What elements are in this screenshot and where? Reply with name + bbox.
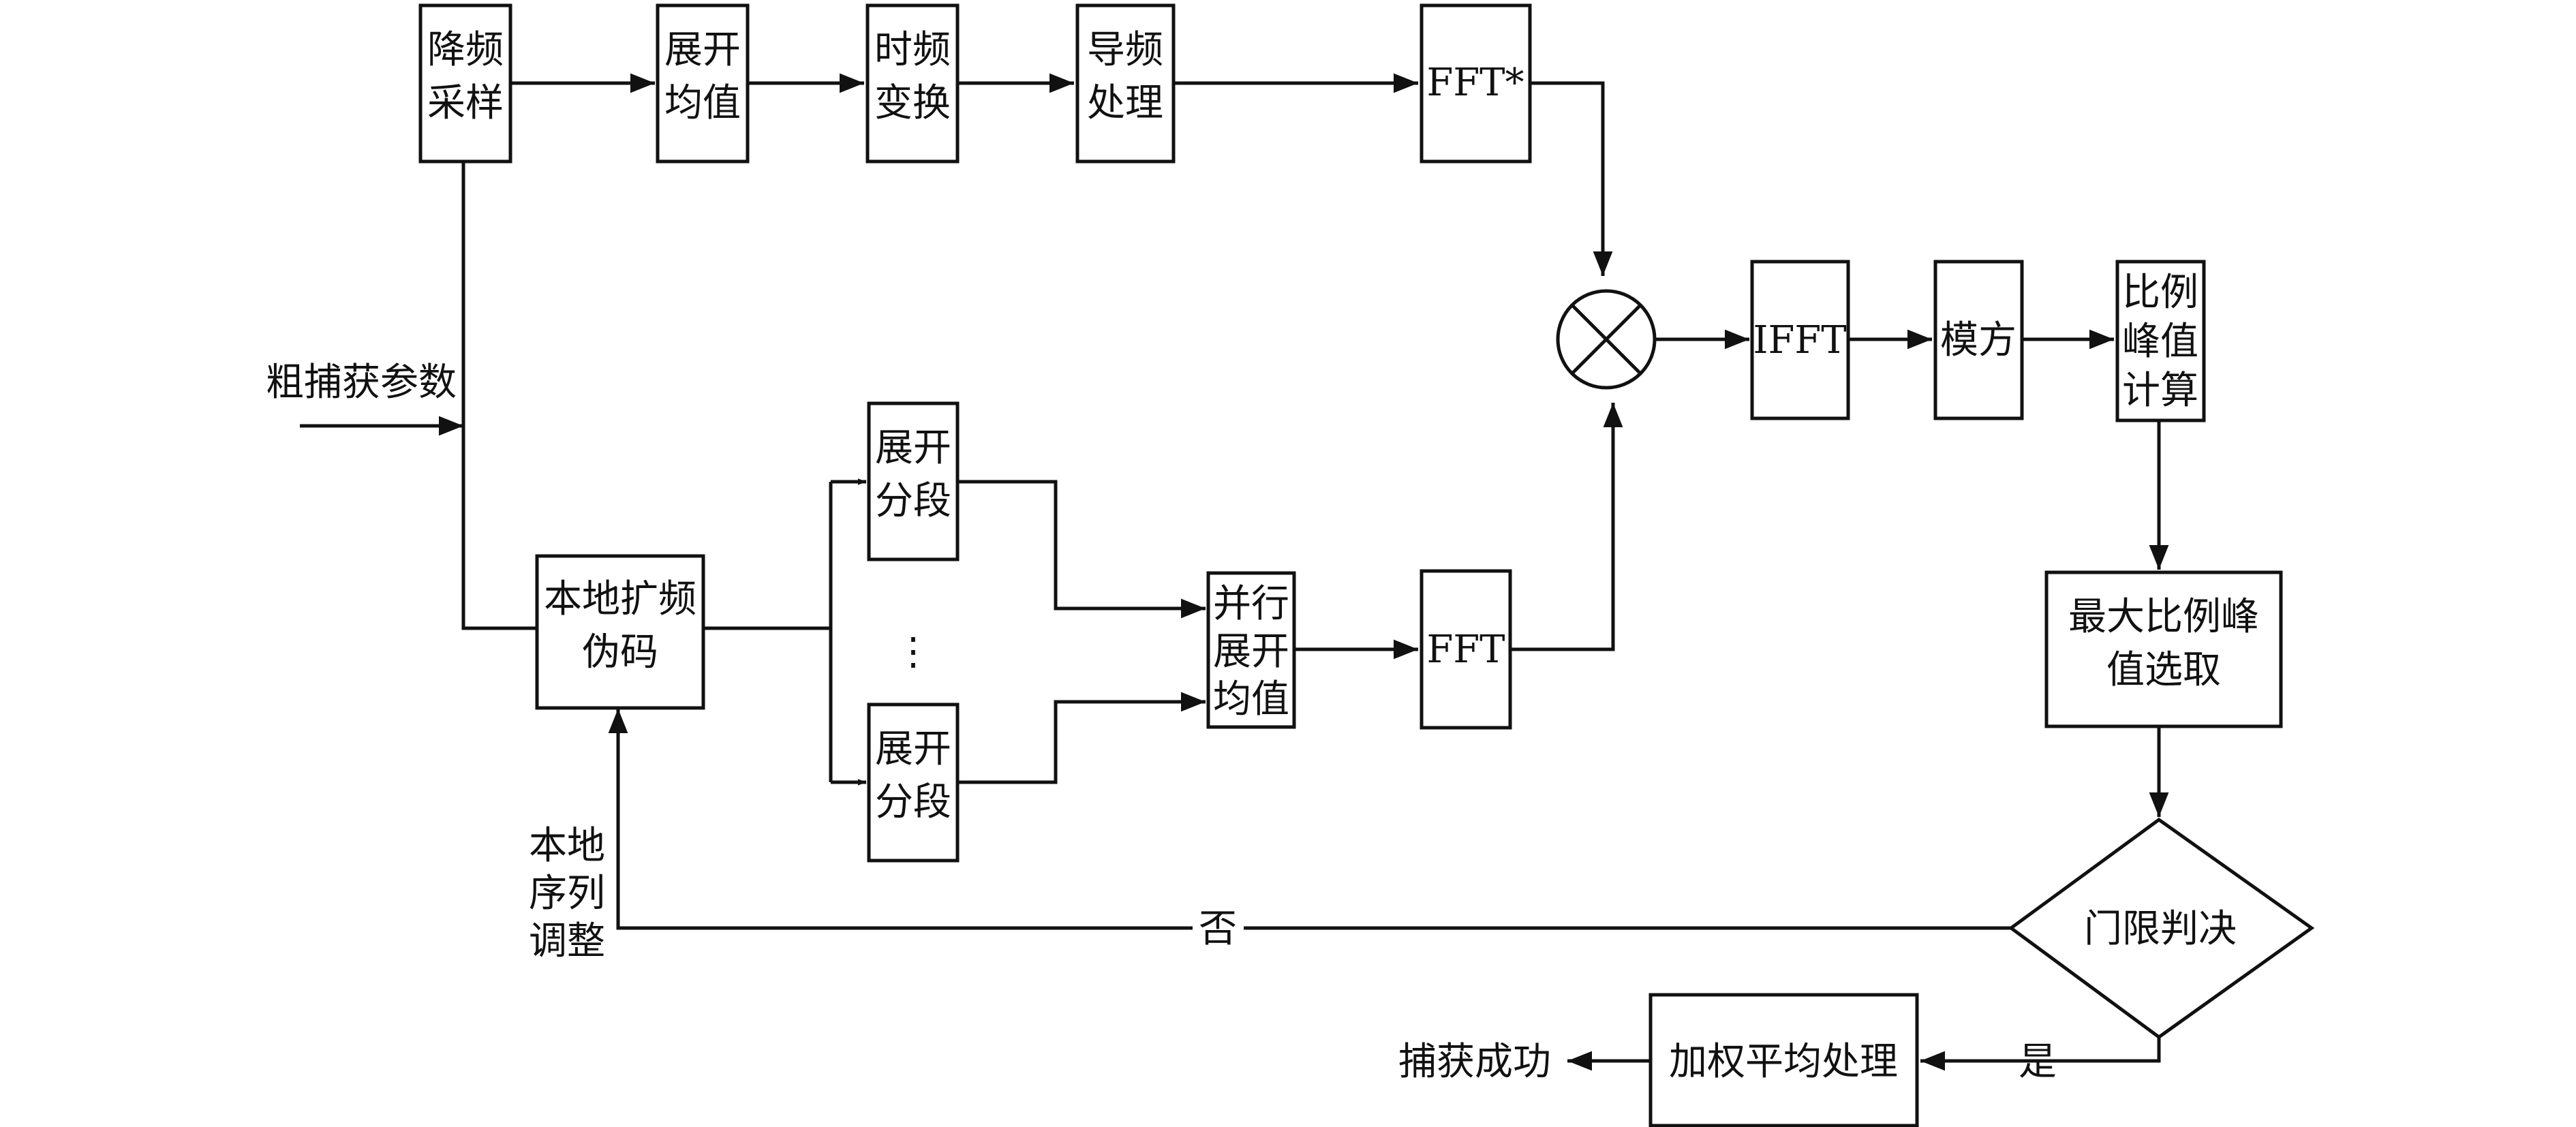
block-modsq: 模方: [1933, 260, 2024, 420]
block-parallel-mean-line1: 并行: [1213, 582, 1289, 626]
block-max-peak-line2: 值选取: [2106, 648, 2221, 692]
block-expand-mean: 展开 均值: [656, 3, 750, 164]
block-ifft: IFFT: [1750, 260, 1850, 420]
block-local-code-line1: 本地扩频: [544, 577, 696, 621]
block-expand-mean-line1: 展开: [664, 28, 741, 72]
multiplier: [1556, 289, 1657, 390]
block-pilot-processing-line2: 处理: [1087, 81, 1163, 125]
block-ratio-peak-line2: 峰值: [2122, 320, 2198, 364]
block-max-peak: 最大比例峰 值选取: [2044, 570, 2283, 728]
block-fft-conj: FFT*: [1420, 3, 1532, 164]
block-fft: FFT: [1420, 569, 1512, 730]
block-fft-label: FFT: [1426, 628, 1505, 672]
edge-trunk: [461, 161, 537, 630]
block-ratio-peak: 比例 峰值 计算: [2115, 260, 2206, 422]
block-local-code-line2: 伪码: [582, 630, 658, 675]
block-ratio-peak-line1: 比例: [2122, 271, 2198, 315]
block-weighted-average: 加权平均处理: [1649, 993, 1919, 1127]
edge-segtop-parallel: [957, 480, 1206, 619]
block-segment-top-line2: 分段: [875, 479, 951, 523]
block-tf-transform-line1: 时频: [874, 28, 951, 72]
block-modsq-label: 模方: [1940, 318, 2017, 362]
block-parallel-mean-line3: 均值: [1213, 677, 1289, 722]
edge-fftconj-mult: [1530, 81, 1613, 276]
block-tf-transform-line2: 变换: [874, 81, 951, 125]
block-segment-bottom-line2: 分段: [875, 780, 951, 824]
label-yes: 是: [2019, 1040, 2057, 1084]
label-local-adjust-line1: 本地: [529, 824, 605, 868]
decision-threshold: 门限判决: [2008, 817, 2315, 1040]
block-pilot-processing: 导频 处理: [1075, 3, 1176, 164]
edge-fft-mult: [1510, 403, 1623, 651]
block-parallel-mean: 并行 展开 均值: [1206, 571, 1296, 729]
label-coarse-params: 粗捕获参数: [266, 360, 457, 405]
block-segment-top: 展开 分段: [867, 401, 960, 561]
label-local-adjust-line2: 序列: [529, 871, 605, 916]
block-segment-bottom-line1: 展开: [875, 727, 951, 771]
edge-threshold-yes: [1920, 1037, 2161, 1071]
multiplier-cross-2: [1571, 304, 1642, 375]
block-parallel-mean-line2: 展开: [1213, 630, 1289, 674]
block-downsample-line1: 降频: [427, 28, 504, 72]
decision-threshold-label: 门限判决: [2084, 907, 2237, 951]
label-local-adjust-line3: 调整: [529, 919, 605, 963]
block-tf-transform: 时频 变换: [865, 3, 960, 164]
edge-segbottom-parallel: [957, 692, 1206, 784]
block-max-peak-line1: 最大比例峰: [2068, 595, 2259, 639]
block-segment-bottom: 展开 分段: [867, 703, 960, 863]
label-acquisition-success: 捕获成功: [1398, 1040, 1551, 1084]
block-local-code: 本地扩频 伪码: [535, 554, 705, 710]
block-fft-conj-label: FFT*: [1426, 61, 1524, 105]
block-downsample-line2: 采样: [427, 81, 504, 125]
block-ifft-label: IFFT: [1753, 318, 1846, 362]
block-ratio-peak-line3: 计算: [2122, 369, 2198, 413]
label-no: 否: [1199, 907, 1237, 951]
block-downsample: 降频 采样: [418, 3, 512, 164]
block-expand-mean-line2: 均值: [664, 81, 741, 125]
block-weighted-average-label: 加权平均处理: [1669, 1040, 1898, 1084]
block-pilot-processing-line1: 导频: [1087, 28, 1163, 72]
edge-threshold-no-b: [608, 709, 1193, 930]
block-segment-top-line1: 展开: [875, 426, 951, 470]
segments-ellipsis: ⋮: [894, 630, 932, 674]
